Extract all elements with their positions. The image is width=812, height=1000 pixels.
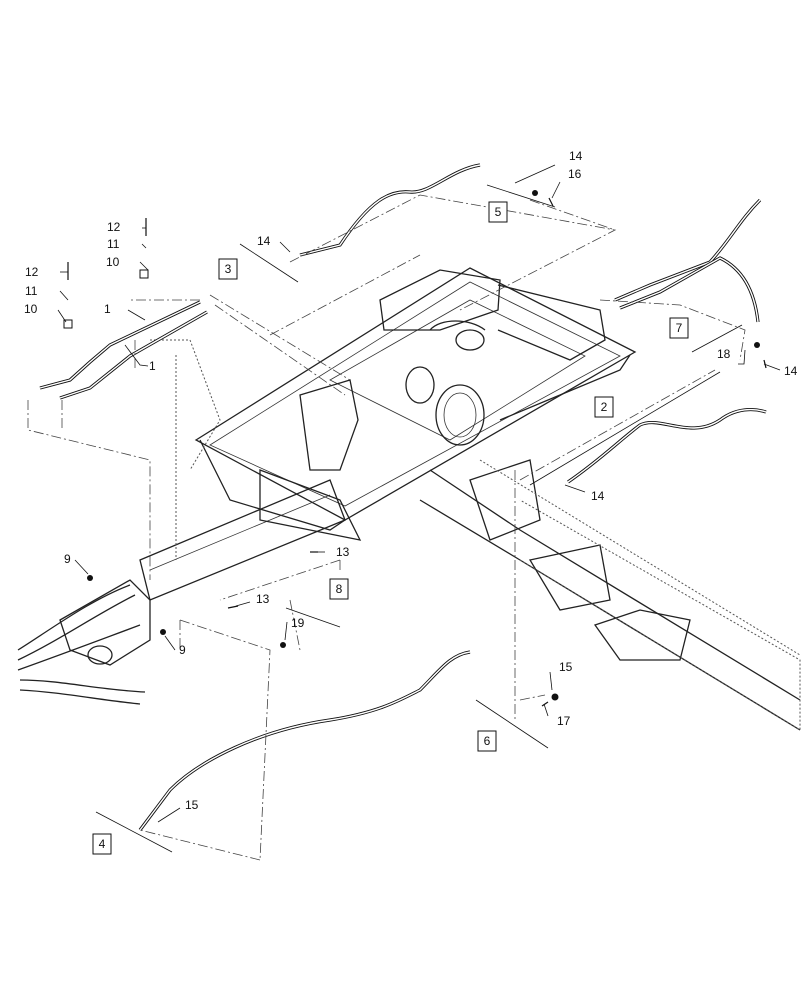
label-item-11: 11	[107, 237, 120, 251]
label-item-14: 14	[784, 364, 798, 378]
label-item-11: 11	[25, 284, 38, 298]
item-labels: 1 1 12 11 10 12 11 10 9 9 13 13 19 14 14…	[24, 149, 798, 812]
label-item-16: 16	[568, 167, 582, 181]
label-item-10: 10	[106, 255, 120, 269]
callout-box-8: 8	[329, 578, 349, 600]
callout-box-6: 6	[477, 730, 497, 752]
callout-box-2: 2	[594, 396, 614, 418]
label-item-9: 9	[179, 643, 186, 657]
label-item-1: 1	[104, 302, 111, 316]
phantom-lines	[27, 194, 746, 861]
label-item-15: 15	[559, 660, 573, 674]
svg-text:5: 5	[495, 205, 502, 219]
callout-box-7: 7	[669, 317, 689, 339]
hydraulic-hoses	[39, 163, 767, 831]
label-item-12: 12	[25, 265, 39, 279]
svg-text:7: 7	[676, 321, 683, 335]
label-item-18: 18	[717, 347, 731, 361]
label-item-19: 19	[291, 616, 305, 630]
callout-box-3: 3	[218, 258, 238, 280]
label-item-9: 9	[64, 552, 71, 566]
label-item-17: 17	[557, 714, 571, 728]
label-item-13: 13	[256, 592, 270, 606]
label-item-15: 15	[185, 798, 199, 812]
chassis-frame	[17, 267, 801, 731]
svg-text:4: 4	[99, 837, 106, 851]
callout-box-4: 4	[92, 833, 112, 855]
svg-text:8: 8	[336, 582, 343, 596]
leader-lines	[57, 164, 781, 853]
svg-text:2: 2	[601, 400, 608, 414]
label-item-14: 14	[591, 489, 605, 503]
label-item-13: 13	[336, 545, 350, 559]
label-item-1: 1	[149, 359, 156, 373]
svg-text:3: 3	[225, 262, 232, 276]
svg-text:6: 6	[484, 734, 491, 748]
label-item-14: 14	[257, 234, 271, 248]
label-item-14: 14	[569, 149, 583, 163]
label-item-12: 12	[107, 220, 121, 234]
callout-box-5: 5	[488, 201, 508, 223]
fittings	[63, 190, 767, 707]
label-item-10: 10	[24, 302, 38, 316]
